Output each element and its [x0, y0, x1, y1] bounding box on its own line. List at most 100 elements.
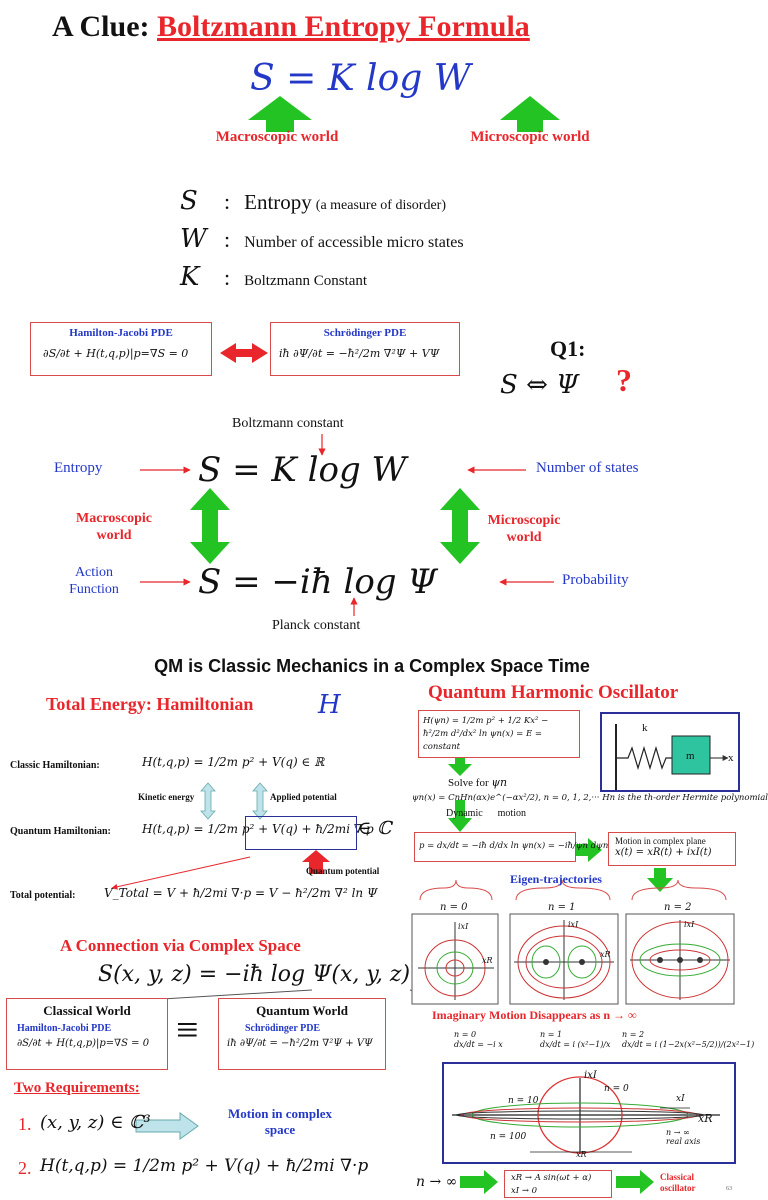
title-main: Boltzmann Entropy Formula [157, 10, 530, 43]
complex-motion-box: Motion in complex plane x(t) = xR(t) + i… [608, 832, 736, 866]
eigen-plot-n2 [630, 920, 730, 1000]
q1-question-mark: ? [616, 362, 632, 398]
total-energy-label: Total Energy: Hamiltonian [46, 694, 254, 714]
top-macro-label: Macroscopic world [215, 129, 339, 145]
quantum-sch-eq: iħ ∂Ψ/∂t = −ħ²/2m ∇²Ψ + VΨ [227, 1038, 373, 1049]
classic-hamiltonian-eq: H(t,q,p) = 1/2m p² + V(q) ∈ ℝ [142, 755, 325, 769]
classical-hj-eq: ∂S/∂t + H(t,q,p)|p=∇S = 0 [17, 1038, 150, 1049]
def-symbol: K [180, 262, 200, 292]
spring-mass-box [600, 712, 740, 792]
brace-n1 [515, 879, 611, 901]
micro-green-arrow [500, 96, 560, 132]
solve-for-label: Solve for ψn [448, 776, 507, 789]
x-axis-label: x [728, 752, 734, 764]
hamiltonian-symbol: H [318, 690, 341, 720]
classical-oscillator-label: Classical oscillator [660, 1172, 696, 1193]
def-text: Number of accessible micro states [244, 234, 464, 251]
definitions-list: S : Entropy (a measure of disorder) W : … [180, 186, 700, 300]
headline: QM is Classic Mechanics in a Complex Spa… [154, 656, 590, 676]
complex-set-symbol: ∈ ℂ [358, 818, 392, 839]
planck-constant-label: Planck constant [272, 618, 361, 633]
quantum-sch-title: Schrödinger PDE [245, 1023, 321, 1034]
req1-number: 1. [18, 1114, 32, 1134]
complex-motion-title: Motion in complex plane [615, 836, 706, 846]
eigen-n2-ixI: ixI [684, 920, 695, 929]
n-inf-arrow [460, 1170, 498, 1194]
solve-for-text: Solve for [448, 777, 489, 789]
applied-double-arrow [252, 782, 268, 820]
wavefunction-eq: ψn(x) = CnHn(αx)e^(−αx²/2), n = 0, 1, 2,… [412, 793, 768, 803]
ode-n1-label: n = 1 [540, 1030, 563, 1039]
qho-green-arrow-4 [647, 868, 673, 892]
def-note: (a measure of disorder) [315, 198, 446, 213]
quantum-hamiltonian-eq: H(t,q,p) = 1/2m p² + V(q) + ħ/2mi ∇·p [142, 822, 374, 836]
solve-for-psi: ψn [491, 776, 508, 789]
n-infinity-label: n → ∞ [416, 1174, 458, 1190]
def-colon: : [224, 227, 231, 252]
momentum-eq: p = dx/dt = −iħ d/dx ln ψn(x) = −iħ/ψn d… [419, 841, 633, 851]
eigen-plot-n0 [418, 922, 494, 1000]
limit-result-1: xR → A sin(ωt + α) [511, 1173, 592, 1183]
total-potential-label: Total potential: [10, 890, 76, 901]
connection-equation: S(x, y, z) = −iħ log Ψ(x, y, z) [98, 962, 411, 987]
eigen-n2-label: n = 2 [664, 902, 692, 913]
action-function-label: Action Function [69, 565, 119, 597]
qho-hamiltonian-eq: H(ψn) = 1/2m p² + 1/2 Kx² − ħ²/2m d²/dx²… [423, 716, 549, 752]
brace-n0 [419, 879, 493, 901]
ode-n0-label: n = 0 [454, 1030, 477, 1039]
limit-n10: n = 10 [508, 1096, 539, 1106]
page-number: 63 [726, 1186, 732, 1192]
limit-plot-box [442, 1062, 736, 1164]
def-text: Entropy [244, 190, 312, 214]
ode-n1: n = 1 dx/dt = i (x²−1)/x [540, 1030, 611, 1050]
micro-double-arrow [440, 488, 480, 564]
connection-heading: A Connection via Complex Space [60, 936, 301, 955]
number-of-states-label: Number of states [536, 460, 639, 476]
def-colon: : [224, 189, 231, 214]
schrodinger-pde-box: Schrödinger PDE iħ ∂Ψ/∂t = −ħ²/2m ∇²Ψ + … [270, 322, 460, 376]
title-prefix: A Clue: [52, 10, 150, 43]
limit-plot [452, 1076, 720, 1154]
quantum-potential-label: Quantum potential [306, 866, 380, 876]
probability-label: Probability [562, 572, 629, 588]
action-equation: S = −iħ log Ψ [198, 562, 438, 602]
limit-result-2: xI → 0 [511, 1186, 538, 1196]
qho-green-arrow-1 [448, 752, 472, 776]
applied-potential-label: Applied potential [270, 792, 337, 802]
graphics-layer [95, 96, 735, 1194]
quantum-world-title: Quantum World [256, 1003, 348, 1018]
total-potential-eq: V_Total = V + ħ/2mi ∇·p = V − ħ²/2m ∇² l… [104, 886, 378, 900]
complex-motion-eq: x(t) = xR(t) + ixI(t) [615, 847, 712, 858]
spring-mass-diagram [615, 724, 729, 790]
hj-pde-equation: ∂S/∂t + H(t,q,p)|p=∇S = 0 [43, 347, 189, 360]
schrodinger-pde-equation: iħ ∂Ψ/∂t = −ħ²/2m ∇²Ψ + VΨ [279, 347, 440, 360]
q1-expression: S ⇔ Ψ [500, 370, 579, 400]
def-symbol: S [180, 186, 198, 216]
brace-n2 [631, 879, 727, 901]
classical-hj-title: Hamilton-Jacobi PDE [17, 1023, 112, 1034]
kinetic-double-arrow [200, 782, 216, 820]
def-row-constant: K : Boltzmann Constant [180, 262, 700, 300]
limit-real-axis-note: n → ∞ real axis [666, 1128, 700, 1146]
hj-pde-box: Hamilton-Jacobi PDE ∂S/∂t + H(t,q,p)|p=∇… [30, 322, 212, 376]
two-requirements-heading: Two Requirements: [14, 1080, 140, 1096]
limit-ixI: ixI [584, 1070, 597, 1081]
dynamic-motion-label: Dynamic motion [446, 808, 526, 819]
qho-green-arrow-3 [574, 838, 602, 862]
kinetic-energy-label: Kinetic energy [138, 792, 195, 802]
pde-double-arrow [220, 343, 268, 363]
quantum-potential-arrow [302, 850, 330, 874]
hj-pde-title: Hamilton-Jacobi PDE [69, 327, 173, 339]
eigen-n1-xR: xR [600, 950, 611, 959]
eigen-trajectories-label: Eigen-trajectories [510, 872, 602, 886]
top-formula: S = K log W [250, 58, 471, 99]
imaginary-disappears-label: Imaginary Motion Disappears as n → ∞ [432, 1008, 637, 1022]
arrow-total-potential [111, 856, 251, 890]
momentum-box: p = dx/dt = −iħ d/dx ln ψn(x) = −iħ/ψn d… [414, 832, 633, 862]
macro-green-arrow [248, 96, 312, 132]
top-micro-label: Microscopic world [470, 129, 590, 145]
limit-note-text: n → ∞ [666, 1128, 690, 1137]
top-title: A Clue: Boltzmann Entropy Formula [52, 10, 530, 44]
ode-n0-eq: dx/dt = −i x [454, 1040, 503, 1049]
eigen-n0-xR: xR [482, 956, 493, 965]
